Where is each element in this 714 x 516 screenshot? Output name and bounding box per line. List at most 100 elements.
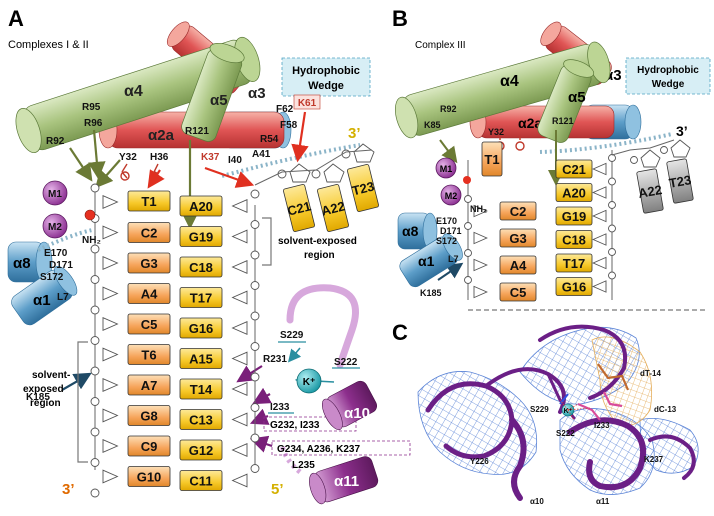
b-metal-m1: M1 xyxy=(435,157,457,179)
overhang-phosphate-1 xyxy=(311,169,321,179)
b-base-flipped-T23: T23 xyxy=(666,158,694,204)
sugar-right-5 xyxy=(231,351,248,366)
phosphate-right-6 xyxy=(250,372,260,382)
phosphate-right-9 xyxy=(250,464,260,473)
base-overhang-T23-label: T23 xyxy=(350,178,375,198)
residue-h36: H36 xyxy=(150,152,169,163)
b-base-flipped-T23-label: T23 xyxy=(668,172,693,191)
residue-g234-a236-k237: G234, A236, K237 xyxy=(277,444,360,455)
residue-k37: K37 xyxy=(201,152,220,163)
base-left-C2: C2 xyxy=(127,222,171,243)
b-residue-k185: K185 xyxy=(420,288,442,298)
helix-b-a8-label: α8 xyxy=(402,223,419,239)
metal-m1-label: M1 xyxy=(48,189,62,200)
base-right-T14: T14 xyxy=(179,378,223,400)
helix-b-a4-label: α4 xyxy=(500,73,519,90)
phosphate-left-5 xyxy=(90,336,100,345)
residue-r121: R121 xyxy=(185,126,209,137)
b-residue-d171: D171 xyxy=(440,226,462,236)
base-right-G12-label: G12 xyxy=(189,443,214,458)
g232-box xyxy=(263,416,357,432)
b-phosphate-left-1 xyxy=(464,195,472,203)
residue-s172: S172 xyxy=(40,272,64,283)
phosphate-right-7 xyxy=(250,403,260,412)
phosphate-left-end xyxy=(90,488,100,498)
b-flipped-backbone xyxy=(611,139,675,156)
overhang-backbone xyxy=(254,149,373,186)
sugar-right-8 xyxy=(231,443,248,457)
phosphate-left-9 xyxy=(90,458,100,467)
phosphate-right-2 xyxy=(250,250,260,260)
sugar-left-6 xyxy=(102,378,119,392)
solvent-bracket-left xyxy=(77,341,88,463)
residue-d171: D171 xyxy=(49,260,73,271)
b-base-left-A4: A4 xyxy=(499,255,537,275)
ligand-sticks xyxy=(559,363,630,421)
panel-c-s222: S222 xyxy=(556,429,575,438)
b-base-right-C21: C21 xyxy=(555,159,593,179)
base-overhang-C21: C21 xyxy=(283,184,315,232)
base-overhang-T23: T23 xyxy=(347,164,379,212)
purple-loop xyxy=(286,284,359,369)
b-residue-e170: E170 xyxy=(436,216,457,226)
phosphate-left-2 xyxy=(90,244,100,254)
b-base-right-C18: C18 xyxy=(555,230,593,249)
b-base-right-G16: G16 xyxy=(555,277,593,296)
base-left-G8: G8 xyxy=(127,405,171,426)
helix-a4-label: α4 xyxy=(124,83,143,100)
phosphate-right-8 xyxy=(250,433,260,443)
b-phosphate-right-2 xyxy=(608,201,616,209)
b-base-right-G16-label: G16 xyxy=(562,280,587,295)
panel-c-k237: K237 xyxy=(644,455,664,464)
base-left-G10: G10 xyxy=(127,466,171,487)
residue-f62: F62 xyxy=(276,104,294,115)
b-base-left-C5: C5 xyxy=(499,282,537,302)
base-left-T1: T1 xyxy=(127,190,171,212)
panel-a: A Complexes I & II α3 α2a α4 xyxy=(7,6,411,505)
nucleophile-dot xyxy=(84,209,96,221)
base-right-C18-label: C18 xyxy=(189,260,213,275)
helix-b-a8: α8 xyxy=(397,212,438,250)
residue-r92: R92 xyxy=(46,136,65,147)
base-overhang-A22: A22 xyxy=(317,184,349,232)
b-flipped-sugar-0 xyxy=(640,149,661,168)
b-sugar-right-5 xyxy=(592,280,607,293)
base-right-G19-label: G19 xyxy=(189,230,214,245)
b-backbone-nodes xyxy=(464,154,616,299)
sugar-right-6 xyxy=(231,382,248,396)
b-nucleophile-dot xyxy=(463,176,471,184)
residue-r95: R95 xyxy=(82,102,101,113)
base-overhang-A22-label: A22 xyxy=(320,198,347,218)
b-base-left-G3-label: G3 xyxy=(509,231,526,246)
hydrophobic-wedge-line2: Wedge xyxy=(308,80,344,92)
solvent-right-line2: region xyxy=(304,250,335,261)
residue-k185: K185 xyxy=(26,392,50,403)
b-sugar-left-2 xyxy=(473,231,488,245)
base-right-C13: C13 xyxy=(179,409,223,430)
helix-a1-label: α1 xyxy=(33,292,51,309)
b-sugar-left-3 xyxy=(473,258,488,272)
b-sugar-left-4 xyxy=(473,285,488,299)
b-base-left-A4-label: A4 xyxy=(510,258,527,273)
base-left-T1-label: T1 xyxy=(141,194,156,209)
sugar-right-2 xyxy=(231,260,248,274)
b-flipped-sugar-1 xyxy=(670,139,691,158)
sugar-right-9 xyxy=(231,473,248,488)
base-right-C11-label: C11 xyxy=(189,474,212,489)
panel-c: C K⁺ xyxy=(392,318,712,514)
b-residue-r121: R121 xyxy=(552,116,574,126)
residue-i233: I233 xyxy=(270,402,290,413)
b-base-left-T1-label: T1 xyxy=(484,152,499,167)
helix-a5-label: α5 xyxy=(210,92,228,109)
base-right-C11: C11 xyxy=(179,470,223,491)
catalytic-dotted-line xyxy=(37,228,93,252)
residue-nh2: NH₂ xyxy=(82,235,101,246)
residue-s222: S222 xyxy=(334,357,358,368)
base-right-A20-label: A20 xyxy=(189,199,213,214)
b-base-left-G3: G3 xyxy=(499,228,537,248)
base-right-G16-label: G16 xyxy=(189,321,214,336)
phosphate-left-8 xyxy=(90,427,100,437)
